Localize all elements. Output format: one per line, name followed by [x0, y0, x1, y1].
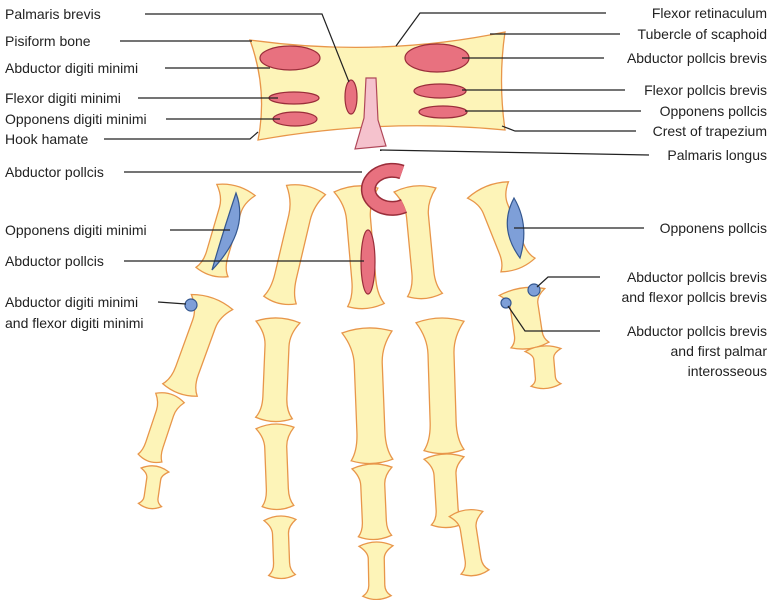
label-abductor-pollicis-brevis: Abductor pollcis brevis	[627, 50, 767, 66]
label-palmaris-longus: Palmaris longus	[667, 147, 767, 163]
opponens-digiti-minimi-insertion	[211, 191, 241, 271]
label-apb-fpi-1: Abductor pollcis brevis	[627, 323, 767, 339]
metacarpal-2	[393, 185, 444, 300]
flexor-pollicis-brevis-attachment	[413, 83, 467, 99]
label-opponens-digiti-minimi-2: Opponens digiti minimi	[5, 222, 147, 238]
metacarpal-1	[466, 181, 537, 273]
opponens-pollicis-attachment	[418, 105, 468, 119]
distal-phalanx-1	[523, 345, 563, 390]
middle-phalanx-5	[137, 392, 186, 464]
proximal-phalanx-5	[161, 293, 234, 397]
label-apb-fpi-3: interosseous	[688, 363, 767, 379]
proximal-phalanx-4	[254, 317, 302, 423]
middle-phalanx-3	[350, 463, 394, 541]
label-apb-fpi-2: and first palmar	[671, 343, 768, 359]
label-palmaris-brevis: Palmaris brevis	[5, 6, 101, 22]
label-apb-fpb-2: and flexor pollcis brevis	[621, 289, 767, 305]
metacarpal-4	[262, 184, 327, 306]
label-abd-flex-digiti-minimi-2: and flexor digiti minimi	[5, 315, 144, 331]
label-flexor-retinaculum: Flexor retinaculum	[652, 5, 767, 21]
distal-phalanx-2	[447, 508, 491, 577]
bones	[137, 181, 563, 600]
label-abd-flex-digiti-minimi-1: Abductor digiti minimi	[5, 294, 138, 310]
abductor-pollicis-brevis-attachment	[404, 43, 470, 73]
proximal-phalanx-1	[497, 286, 551, 350]
middle-phalanx-2	[422, 453, 466, 529]
label-abductor-pollicis-2: Abductor pollcis	[5, 253, 104, 269]
label-tubercle-of-scaphoid: Tubercle of scaphoid	[638, 26, 767, 42]
palmaris-brevis-attachment	[344, 79, 358, 115]
palmaris-longus-attachment	[354, 77, 387, 150]
label-crest-of-trapezium: Crest of trapezium	[653, 123, 767, 139]
label-pisiform-bone: Pisiform bone	[5, 33, 91, 49]
label-flexor-pollicis-brevis: Flexor pollcis brevis	[644, 82, 767, 98]
distal-phalanx-4	[262, 515, 298, 580]
label-hook-hamate: Hook hamate	[5, 131, 88, 147]
distal-phalanx-3	[357, 541, 395, 600]
label-apb-fpb-1: Abductor pollcis brevis	[627, 269, 767, 285]
abductor-pollicis-metacarpal-attachment	[360, 229, 376, 295]
label-abductor-pollicis: Abductor pollcis	[5, 164, 104, 180]
apb-first-palmar-interosseous-insertion	[500, 297, 512, 309]
abductor-pollicis-c-fill	[362, 164, 407, 215]
proximal-phalanx-2	[414, 317, 466, 455]
label-opponens-pollicis: Opponens pollcis	[660, 103, 767, 119]
distal-phalanx-5	[137, 465, 171, 510]
middle-phalanx-4	[254, 423, 296, 511]
leader-lines	[104, 12, 650, 332]
abd-flex-digiti-minimi-insertion	[184, 298, 198, 312]
label-abductor-digiti-minimi: Abductor digiti minimi	[5, 60, 138, 76]
proximal-phalanx-3	[340, 327, 394, 465]
abductor-digiti-minimi-attachment	[259, 45, 321, 71]
label-flexor-digiti-minimi: Flexor digiti minimi	[5, 90, 121, 106]
label-opponens-pollicis-2: Opponens pollcis	[660, 220, 767, 236]
label-opponens-digiti-minimi: Opponens digiti minimi	[5, 111, 147, 127]
